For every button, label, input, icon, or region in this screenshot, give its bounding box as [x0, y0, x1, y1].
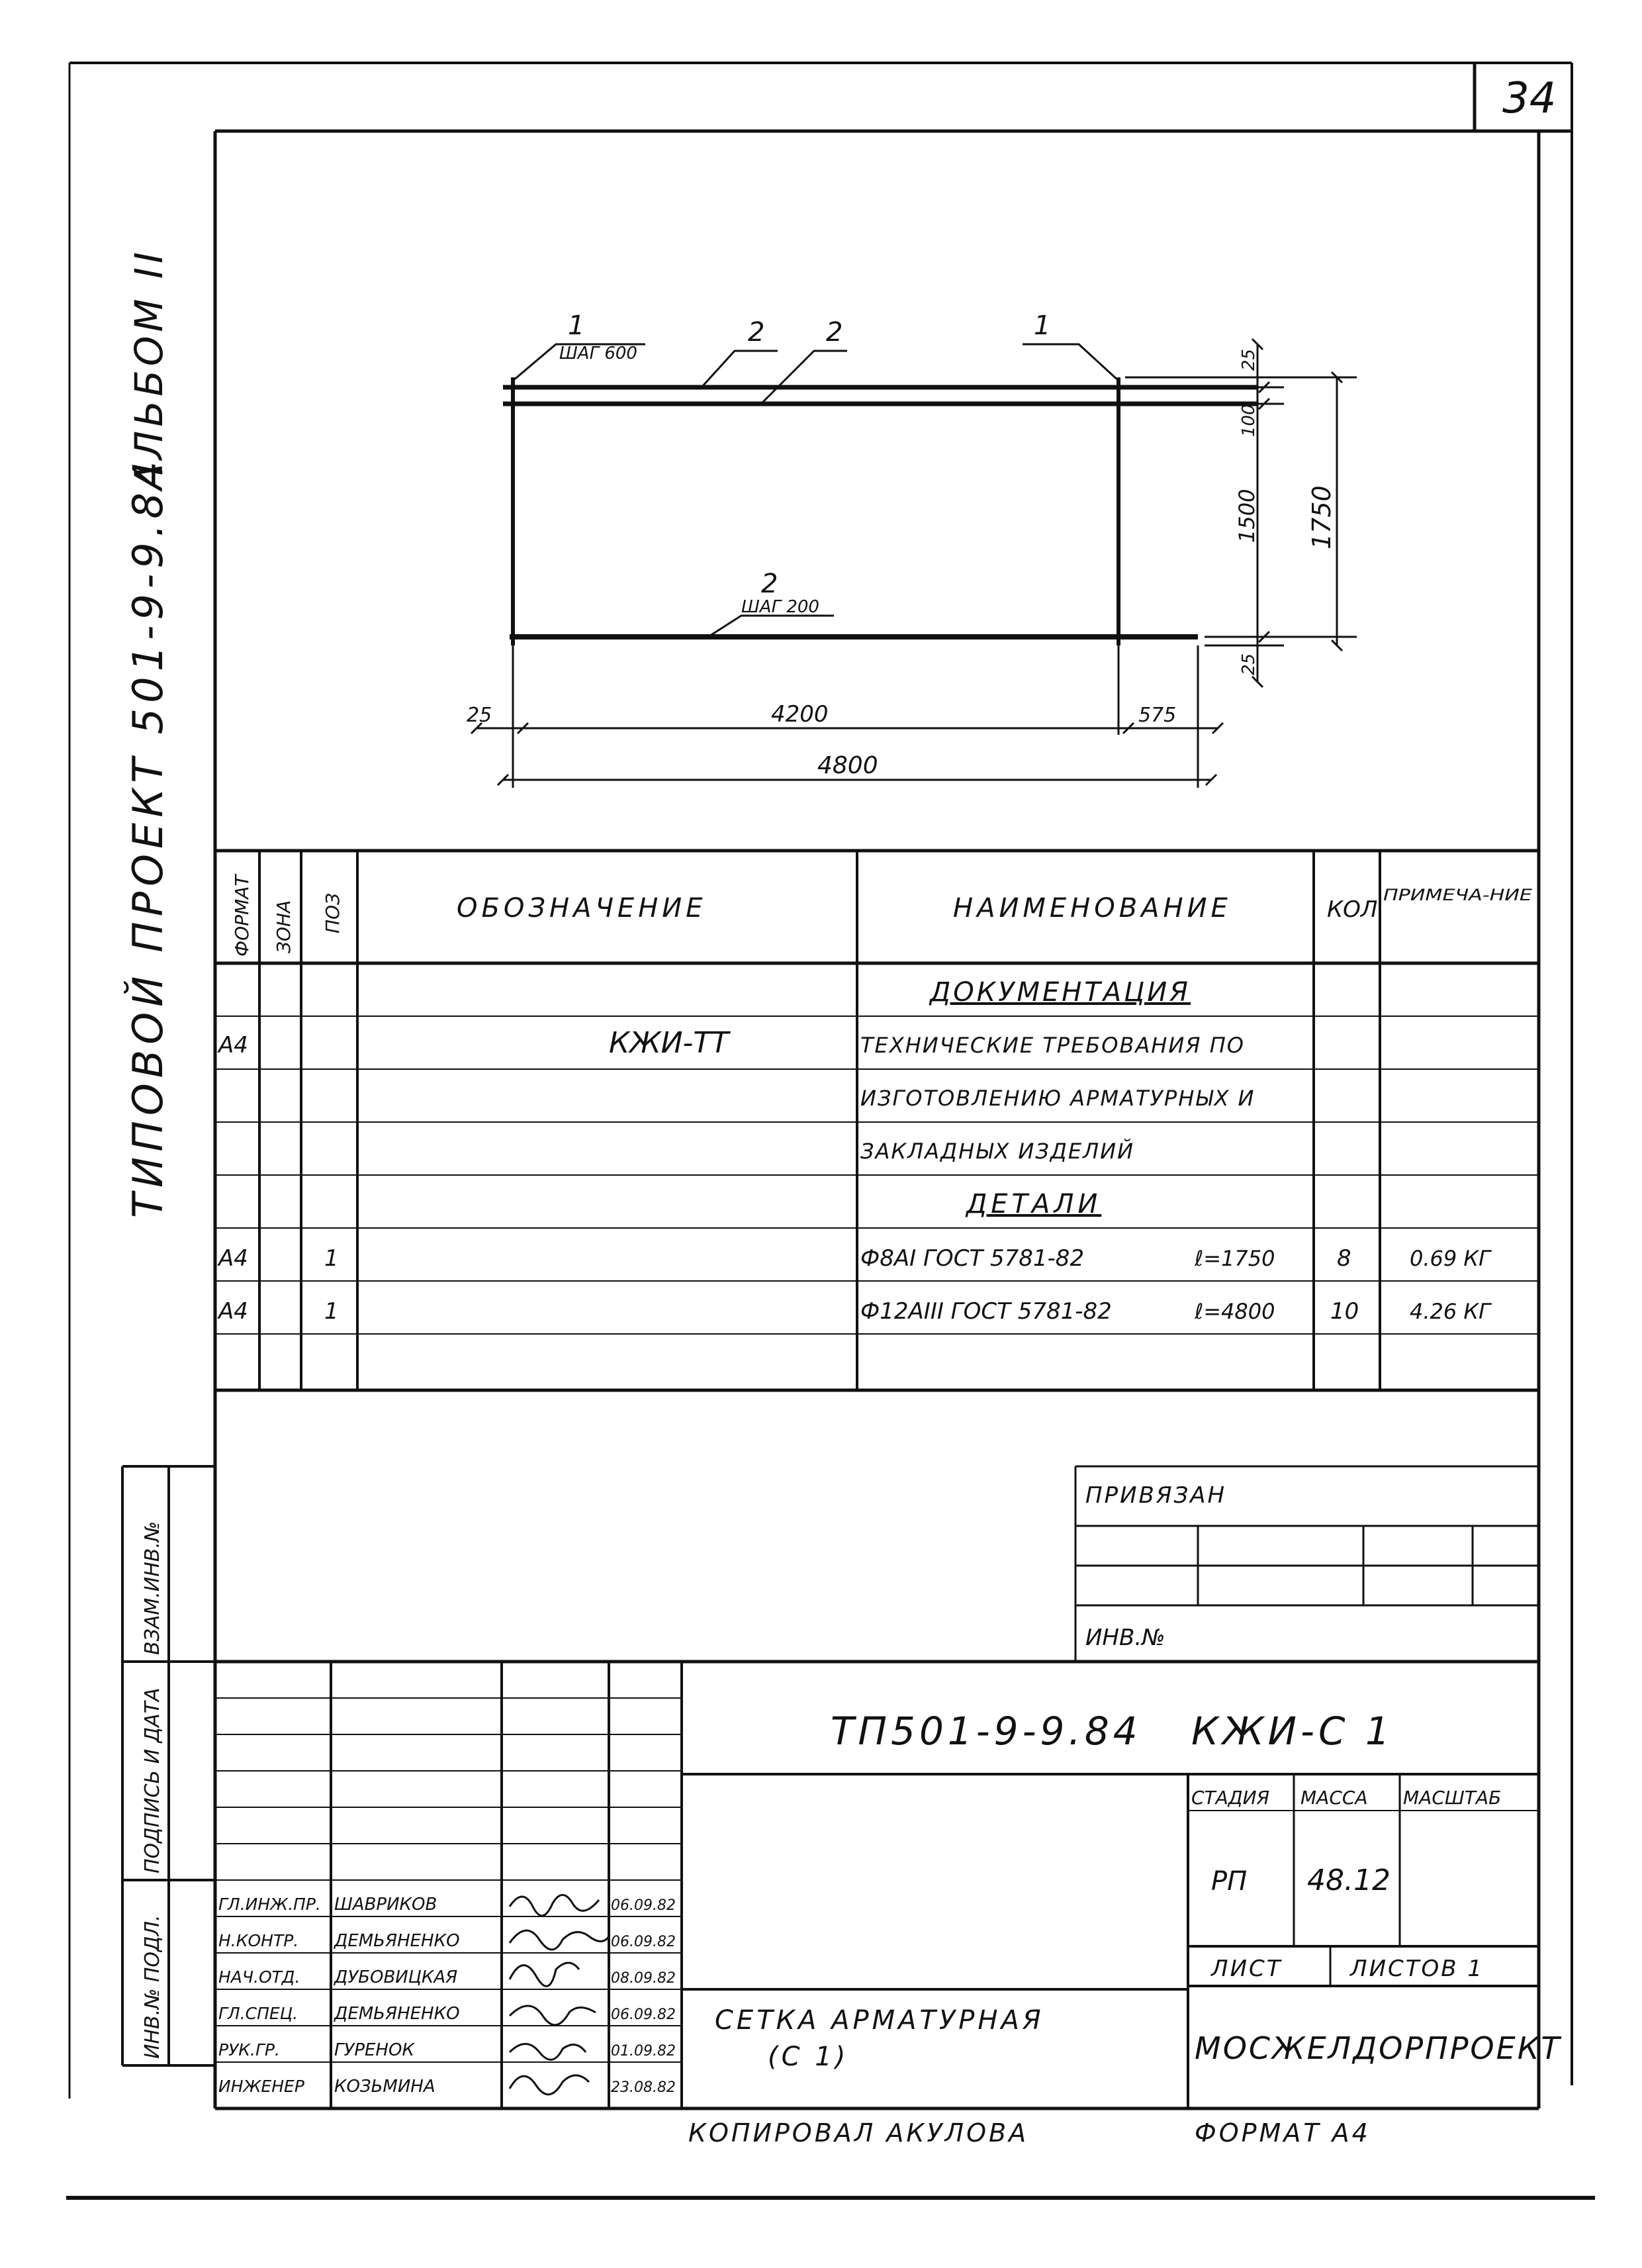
row-name: ЗАКЛАДНЫХ ИЗДЕЛИЙ [860, 1139, 1134, 1164]
callout-leaders [512, 343, 1120, 638]
margin-vzam-label: ВЗАМ.ИНВ.№ [141, 1521, 164, 1655]
mass-label: МАССА [1300, 1787, 1368, 1809]
stage-value: РП [1211, 1866, 1247, 1897]
staff-role: НАЧ.ОТД. [218, 1967, 300, 1987]
row-length: ℓ=4800 [1194, 1299, 1275, 1324]
row-format: А4 [217, 1032, 248, 1059]
callout-number: 2 [826, 317, 843, 348]
row-note: 0.69 КГ [1410, 1246, 1492, 1271]
margin-stamp [121, 1465, 215, 2067]
margin-inv-label: ИНВ.№ ПОДЛ. [141, 1914, 164, 2059]
dim-gap-100: 100 [1239, 404, 1259, 437]
sheets-label: ЛИСТОВ 1 [1349, 1956, 1484, 1982]
section-title-documentation: ДОКУМЕНТАЦИЯ [929, 977, 1191, 1008]
row-pos: 1 [324, 1245, 339, 1272]
callout-note: ШАГ 600 [559, 344, 637, 363]
sheet-label: ЛИСТ [1210, 1956, 1283, 1982]
staff-date: 06.09.82 [611, 1897, 676, 1914]
staff-name: ДЕМЬЯНЕНКО [334, 1931, 460, 1951]
staff-date: 23.08.82 [611, 2079, 676, 2096]
dim-total-1750: 1750 [1307, 485, 1336, 549]
staff-role: ГЛ.ИНЖ.ПР. [218, 1895, 321, 1914]
row-pos: 1 [324, 1298, 339, 1325]
dim-bottom-25: 25 [1239, 653, 1259, 675]
project-label: ТИПОВОЙ ПРОЕКТ 501-9-9.84 [123, 456, 172, 1218]
staff-role: ИНЖЕНЕР [218, 2077, 305, 2096]
inner-frame [213, 129, 1541, 2110]
dim-height-1500: 1500 [1234, 489, 1259, 543]
staff-date: 06.09.82 [611, 1934, 676, 1950]
callout-note: ШАГ 200 [741, 597, 819, 617]
row-qty: 8 [1337, 1245, 1351, 1272]
header-format: ФОРМАТ [231, 874, 253, 957]
staff-role: ГЛ.СПЕЦ. [218, 2004, 298, 2023]
row-qty: 10 [1330, 1298, 1359, 1325]
section-title-details: ДЕТАЛИ [965, 1189, 1101, 1219]
privyazan-grid [1074, 1465, 1539, 1662]
row-format: А4 [217, 1298, 248, 1325]
staff-role: РУК.ГР. [218, 2040, 280, 2059]
staff-name: ДЕМЬЯНЕНКО [334, 2004, 460, 2024]
row-name: Ф12АIII ГОСТ 5781-82 [860, 1298, 1112, 1325]
callout-number: 2 [761, 569, 778, 599]
header-pos: ПОЗ [322, 893, 343, 933]
header-designation: ОБОЗНАЧЕНИЕ [457, 893, 706, 923]
row-note: 4.26 КГ [1410, 1299, 1492, 1324]
spec-table-grid [215, 849, 1539, 1392]
drawing-title-line2: (С 1) [768, 2042, 848, 2072]
row-length: ℓ=1750 [1194, 1246, 1275, 1271]
staff-name: КОЗЬМИНА [334, 2077, 435, 2097]
row-name: ТЕХНИЧЕСКИЕ ТРЕБОВАНИЯ ПО [860, 1033, 1245, 1058]
organization-name: МОСЖЕЛДОРПРОЕКТ [1195, 2030, 1562, 2066]
mesh-drawing [503, 377, 1257, 645]
title-block-grid [215, 1660, 1539, 2108]
dim-total-4800: 4800 [817, 752, 878, 779]
row-name: ИЗГОТОВЛЕНИЮ АРМАТУРНЫХ И [860, 1086, 1255, 1111]
staff-role: Н.КОНТР. [218, 1931, 298, 1950]
staff-date: 06.09.82 [611, 2007, 676, 2023]
dim-right-575: 575 [1138, 704, 1176, 727]
format-note: ФОРМАТ А4 [1195, 2118, 1371, 2148]
staff-date: 08.09.82 [611, 1970, 676, 1987]
row-designation: КЖИ-ТТ [609, 1026, 731, 1060]
privyazan-inv-label: ИНВ.№ [1085, 1625, 1165, 1651]
drawing-title-line1: СЕТКА АРМАТУРНАЯ [715, 2005, 1044, 2036]
row-name: Ф8АI ГОСТ 5781-82 [860, 1245, 1084, 1272]
row-format: А4 [217, 1245, 248, 1272]
album-label: АЛЬБОМ II [126, 248, 171, 493]
title-mark: КЖИ-С 1 [1191, 1709, 1394, 1754]
header-name: НАИМЕНОВАНИЕ [953, 893, 1232, 923]
signature-scribbles [508, 1894, 610, 2096]
privyazan-label: ПРИВЯЗАН [1085, 1482, 1226, 1509]
mass-value: 48.12 [1307, 1864, 1391, 1897]
dim-left-25: 25 [467, 704, 492, 727]
staff-name: ДУБОВИЦКАЯ [334, 1967, 457, 1987]
horizontal-dimensions [470, 645, 1224, 788]
header-note: ПРИМЕЧА-НИЕ [1383, 886, 1533, 904]
margin-podpis-label: ПОДПИСЬ И ДАТА [141, 1688, 164, 1873]
copied-by: КОПИРОВАЛ АКУЛОВА [688, 2118, 1028, 2148]
dim-top-25: 25 [1239, 349, 1259, 371]
title-code: ТП501-9-9.84 [831, 1709, 1142, 1754]
staff-name: ШАВРИКОВ [334, 1895, 437, 1914]
staff-name: ГУРЕНОК [334, 2040, 415, 2060]
sheet-number: 34 [1502, 74, 1556, 123]
callout-number: 1 [568, 310, 584, 341]
header-qty: КОЛ [1327, 896, 1377, 923]
callout-number: 1 [1034, 310, 1050, 341]
header-zone: ЗОНА [273, 900, 295, 953]
vertical-dimensions [1125, 338, 1357, 688]
scale-label: МАСШТАБ [1403, 1787, 1501, 1809]
callout-number: 2 [748, 317, 764, 348]
dim-span-4200: 4200 [771, 701, 829, 728]
sheet-frame [66, 62, 1595, 2200]
staff-list: ГЛ.ИНЖ.ПР. ШАВРИКОВ 06.09.82 Н.КОНТР. ДЕ… [218, 1895, 676, 2097]
staff-date: 01.09.82 [611, 2043, 676, 2059]
stage-label: СТАДИЯ [1191, 1787, 1269, 1809]
